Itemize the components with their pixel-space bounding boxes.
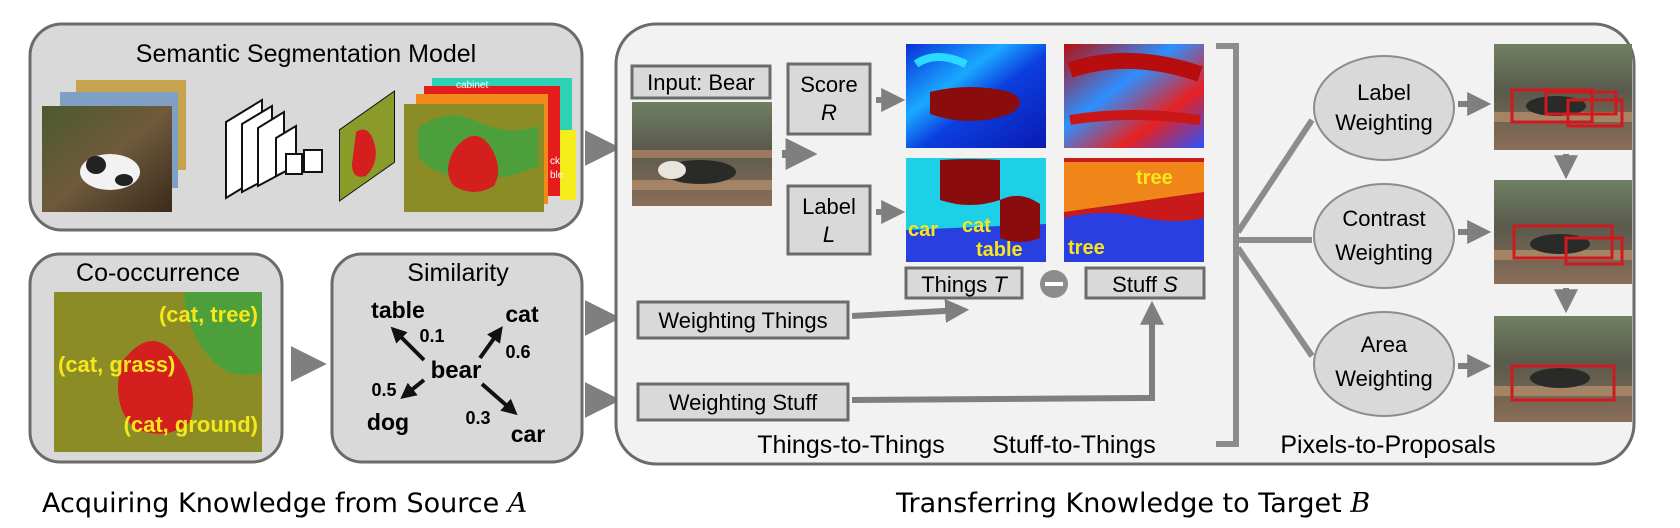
similarity-word-cat: cat [505, 301, 539, 327]
output-map-stack: cabinet ck ble [404, 78, 576, 212]
target-panel: Input: Bear Score R Label L [614, 22, 1636, 466]
contrast-weighting-line2: Weighting [1335, 240, 1432, 265]
weighting-things-box [636, 300, 850, 340]
cooccurrence-map [54, 292, 262, 452]
input-label-box [630, 64, 772, 100]
contrast-weighting-node: Contrast Weighting [1313, 183, 1455, 289]
weighting-things-label: Weighting Things [658, 308, 827, 333]
map-label-cabinet: cabinet [456, 80, 488, 91]
map-label-ble: ble [550, 170, 564, 181]
similarity-weight-car: 0.3 [465, 408, 490, 428]
stage-stuff-to-things: Stuff-to-Things [992, 431, 1156, 459]
similarity-word-dog: dog [367, 409, 409, 435]
label-symbol: L [823, 222, 835, 247]
stuff-box [1084, 266, 1206, 300]
label-box [786, 184, 872, 256]
source-caption: Acquiring Knowledge from Source A [42, 488, 527, 519]
pair-cat-ground: (cat, ground) [124, 412, 258, 437]
score-box [786, 62, 872, 136]
stuff-score-map [1064, 44, 1204, 148]
segmentation-panel: Semantic Segmentation Model [28, 22, 584, 232]
similarity-word-car: car [511, 421, 546, 447]
stuff-label: Stuff S [1112, 272, 1178, 297]
input-photo-stack [42, 80, 186, 212]
proposal-result-2 [1494, 180, 1632, 284]
similarity-word-table: table [371, 297, 425, 323]
things-label: Things T [921, 272, 1008, 297]
contrast-weighting-line1: Contrast [1342, 206, 1425, 231]
fan-to-area-weighting [1235, 246, 1315, 358]
input-bear-photo [632, 102, 772, 206]
similarity-title: Similarity [407, 259, 509, 287]
label-weighting-line2: Weighting [1335, 110, 1432, 135]
fan-to-label-weighting [1235, 118, 1315, 234]
area-weighting-line2: Weighting [1335, 366, 1432, 391]
weighting-stuff-label: Weighting Stuff [669, 390, 818, 415]
arrow-weighting-things [851, 298, 970, 323]
label-weighting-line1: Label [1357, 80, 1411, 105]
score-label: Score [800, 72, 857, 97]
cooccurrence-title: Co-occurrence [76, 259, 240, 287]
label-weighting-node: Label Weighting [1313, 55, 1455, 161]
label-map-table: table [976, 239, 1023, 261]
things-score-map [906, 44, 1046, 148]
edge-bear-dog [400, 378, 426, 399]
arrow-weighting-stuff [851, 300, 1164, 403]
input-label: Input: Bear [647, 70, 755, 95]
similarity-center-bear: bear [431, 357, 482, 384]
things-label-map: car cat table [906, 158, 1046, 262]
stuff-map-tree-top: tree [1136, 167, 1173, 189]
things-box [904, 266, 1024, 300]
proposal-result-1 [1494, 44, 1632, 150]
score-symbol: R [821, 100, 837, 125]
similarity-weight-table: 0.1 [419, 326, 444, 346]
proposal-result-3 [1494, 316, 1632, 422]
target-caption: Transferring Knowledge to Target B [895, 488, 1370, 519]
label-label: Label [802, 194, 856, 219]
similarity-weight-cat: 0.6 [505, 342, 530, 362]
pair-cat-tree: (cat, tree) [159, 302, 258, 327]
edge-bear-car [480, 382, 518, 416]
area-weighting-line1: Area [1361, 332, 1408, 357]
weighting-stuff-box [636, 382, 850, 422]
label-map-car: car [908, 219, 938, 241]
stuff-map-tree-bottom: tree [1068, 237, 1105, 259]
pair-cat-grass: (cat, grass) [58, 352, 175, 377]
cooccurrence-panel: Co-occurrence (cat, tree) (cat, grass) (… [28, 252, 284, 464]
similarity-panel: Similarity bear table 0.1 cat 0.6 dog 0.… [330, 252, 584, 464]
bracket [1216, 43, 1239, 447]
map-label-ck: ck [550, 156, 561, 167]
segmentation-title: Semantic Segmentation Model [136, 40, 476, 68]
area-weighting-node: Area Weighting [1313, 311, 1455, 417]
edge-bear-table [390, 326, 426, 362]
similarity-weight-dog: 0.5 [371, 380, 396, 400]
stage-things-to-things: Things-to-Things [757, 431, 945, 459]
label-map-cat: cat [962, 215, 991, 237]
edge-bear-cat [478, 326, 503, 360]
stuff-label-map: tree tree [1064, 158, 1204, 262]
stage-pixels-to-proposals: Pixels-to-Proposals [1280, 431, 1495, 459]
